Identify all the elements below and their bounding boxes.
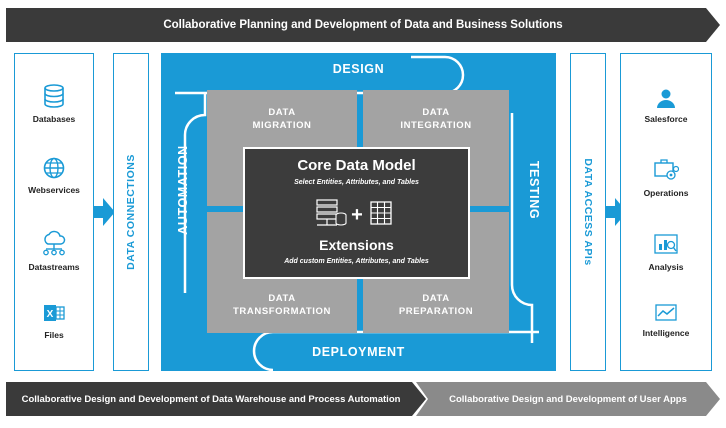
top-banner-text: Collaborative Planning and Development o…	[163, 19, 563, 31]
excel-file-icon: X	[44, 305, 65, 321]
person-icon	[657, 89, 675, 108]
source-files: X Files	[15, 302, 93, 340]
data-access-label: DATA ACCESS APIs	[582, 158, 594, 266]
destination-analysis: Analysis	[621, 234, 711, 272]
data-connections-panel: DATA CONNECTIONS	[113, 53, 149, 371]
source-label: Files	[44, 330, 64, 340]
top-banner-shape	[6, 8, 720, 42]
extensions-title: Extensions	[319, 237, 394, 253]
quadrant-label-line2: INTEGRATION	[400, 120, 472, 131]
destination-operations: Operations	[621, 158, 711, 198]
destination-salesforce: Salesforce	[621, 88, 711, 124]
testing-zone: TESTING	[512, 110, 556, 270]
source-label: Webservices	[28, 185, 80, 195]
quadrant-label-line1: DATA	[268, 107, 296, 118]
sources-panel: Databases Webservices Datastreams X File…	[14, 53, 94, 371]
core-title: Core Data Model	[297, 157, 416, 174]
core-subtitle: Select Entities, Attributes, and Tables	[294, 179, 419, 186]
quadrant-label-line2: TRANSFORMATION	[233, 306, 331, 317]
quadrant-label-line1: DATA	[422, 293, 450, 304]
svg-text:X: X	[47, 309, 54, 320]
top-banner: Collaborative Planning and Development o…	[6, 8, 720, 42]
quadrant-label-line1: DATA	[422, 107, 450, 118]
line-chart-icon	[655, 304, 677, 321]
source-webservices: Webservices	[15, 157, 93, 195]
testing-label: TESTING	[527, 160, 541, 220]
quadrant-label-line2: MIGRATION	[252, 120, 312, 131]
source-label: Databases	[32, 114, 76, 124]
arrow-right-icon	[605, 198, 627, 226]
core-icons: +	[316, 199, 392, 226]
plus-icon: +	[351, 204, 363, 226]
destinations-panel: Salesforce Operations Analysis Intellige…	[620, 53, 712, 371]
server-database-icon	[316, 199, 347, 226]
bottom-left-shape	[6, 382, 426, 416]
bottom-right-banner: Collaborative Design and Development of …	[416, 382, 720, 416]
destination-label: Operations	[643, 188, 689, 198]
destination-intelligence: Intelligence	[621, 304, 711, 338]
destination-label: Intelligence	[642, 328, 690, 338]
source-datastreams: Datastreams	[15, 230, 93, 272]
data-connections-label: DATA CONNECTIONS	[125, 154, 137, 270]
core-data-model: Core Data Model Select Entities, Attribu…	[243, 147, 470, 279]
chart-analysis-icon	[654, 234, 678, 254]
design-label: DESIGN	[332, 62, 385, 76]
source-databases: Databases	[15, 84, 93, 124]
database-icon	[44, 84, 64, 108]
bottom-right-text: Collaborative Design and Development of …	[449, 393, 687, 405]
data-access-panel: DATA ACCESS APIs	[570, 53, 606, 371]
globe-icon	[43, 157, 65, 179]
destination-label: Salesforce	[644, 114, 688, 124]
quadrant-label-line2: PREPARATION	[398, 306, 474, 317]
source-label: Datastreams	[28, 262, 80, 272]
table-icon	[370, 201, 392, 225]
deployment-label: DEPLOYMENT	[312, 345, 405, 359]
bottom-left-banner: Collaborative Design and Development of …	[6, 382, 426, 416]
cloud-network-icon	[43, 230, 66, 256]
arrow-right-icon	[93, 198, 115, 226]
bottom-right-shape	[416, 382, 720, 416]
automation-zone: AUTOMATION	[161, 110, 205, 270]
briefcase-gears-icon	[654, 159, 679, 180]
automation-label: AUTOMATION	[176, 145, 190, 235]
quadrant-label-line1: DATA	[268, 293, 296, 304]
bottom-left-text: Collaborative Design and Development of …	[21, 393, 401, 405]
extensions-subtitle: Add custom Entities, Attributes, and Tab…	[284, 258, 429, 265]
destination-label: Analysis	[648, 262, 684, 272]
